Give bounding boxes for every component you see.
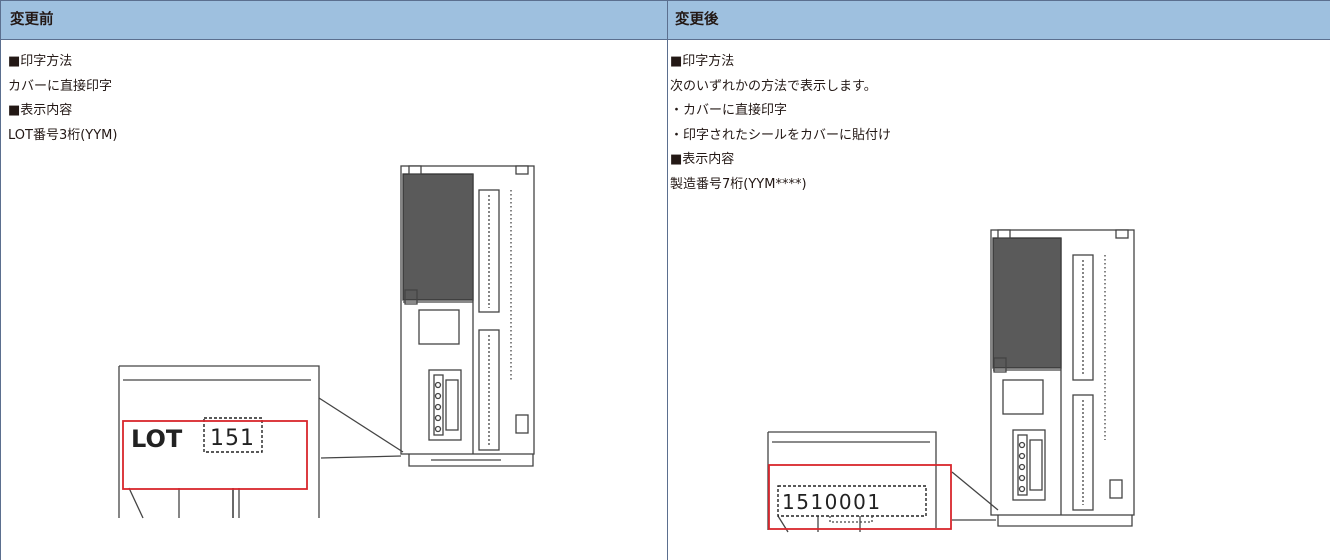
after-module-illustration: 1510001 bbox=[767, 229, 1135, 533]
before-line: ■印字方法 bbox=[8, 54, 73, 69]
after-line: 製造番号7桁(YYM****) bbox=[670, 176, 807, 192]
column-divider bbox=[667, 0, 668, 560]
after-line: 次のいずれかの方法で表示します。 bbox=[670, 78, 877, 94]
after-line: ■印字方法 bbox=[670, 54, 735, 69]
after-highlight-box bbox=[768, 464, 952, 530]
before-lot-value: 151 bbox=[210, 426, 255, 451]
header-after: 変更後 bbox=[666, 0, 1330, 40]
cell-after: ■印字方法 次のいずれかの方法で表示します。 ・カバーに直接印字 ・印字されたシ… bbox=[668, 40, 1330, 560]
before-text: ■印字方法 カバーに直接印字 ■表示内容 LOT番号3桁(YYM) bbox=[8, 50, 117, 148]
header-before: 変更前 bbox=[1, 0, 666, 40]
before-line: カバーに直接印字 bbox=[8, 78, 113, 94]
after-serial-value: 1510001 bbox=[782, 490, 882, 514]
after-line: ・印字されたシールをカバーに貼付け bbox=[670, 127, 892, 143]
before-line: LOT番号3桁(YYM) bbox=[8, 127, 118, 143]
before-module-illustration: LOT 151 bbox=[118, 165, 535, 519]
before-lot-prefix: LOT bbox=[131, 425, 183, 453]
before-highlight-box bbox=[122, 420, 308, 490]
before-line: ■表示内容 bbox=[8, 103, 73, 118]
cell-before: ■印字方法 カバーに直接印字 ■表示内容 LOT番号3桁(YYM) bbox=[1, 40, 667, 560]
after-line: ■表示内容 bbox=[670, 152, 735, 167]
after-text: ■印字方法 次のいずれかの方法で表示します。 ・カバーに直接印字 ・印字されたシ… bbox=[670, 50, 891, 197]
after-line: ・カバーに直接印字 bbox=[670, 103, 788, 118]
